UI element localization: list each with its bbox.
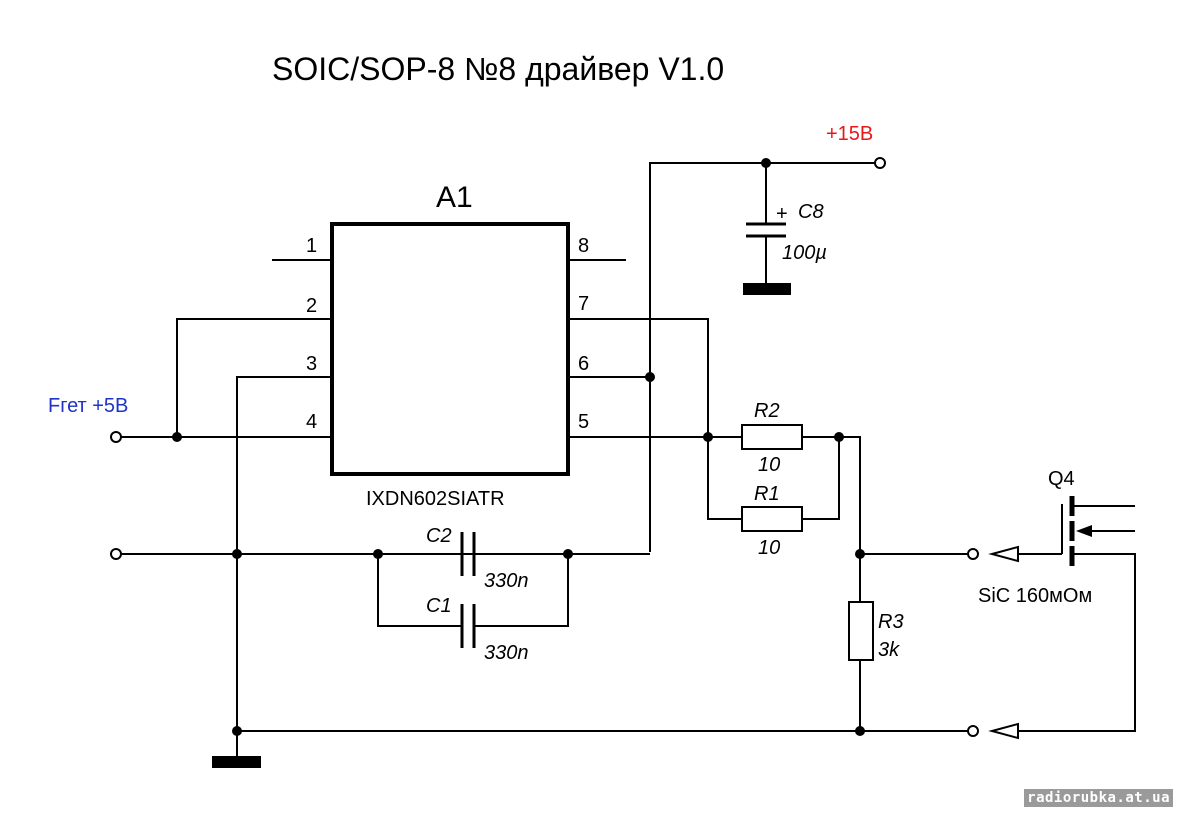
vcc-terminal <box>874 157 886 169</box>
c1-left-lead <box>377 554 462 627</box>
gate-resistors: R2 10 R1 10 <box>568 318 968 602</box>
c8-value: 100µ <box>782 242 827 264</box>
source-return-wire <box>1018 553 1136 732</box>
q4-value: SiC 160мОм <box>978 585 1092 607</box>
c1-value: 330n <box>484 642 529 664</box>
diagram-title: SOIC/SOP-8 №8 драйвер V1.0 <box>272 51 724 87</box>
pin-2-number: 2 <box>306 295 317 317</box>
c2-value: 330n <box>484 570 529 592</box>
resistor-r3: R3 3k <box>848 601 904 731</box>
q4-ref: Q4 <box>1048 468 1075 490</box>
r1-right-lead <box>802 437 840 520</box>
gate-connector-arrow <box>988 545 1019 563</box>
ground-junction-1 <box>232 549 242 559</box>
vcc-label: +15В <box>826 123 873 145</box>
ground-terminal-left <box>110 548 122 560</box>
input-junction <box>172 432 182 442</box>
pin-7-wire <box>568 318 709 437</box>
input-net: Fгет +5В <box>48 318 332 443</box>
gate-terminal <box>967 548 979 560</box>
ic-part-label: IXDN602SIATR <box>366 488 505 510</box>
r3-body <box>848 601 874 661</box>
vcc-wire <box>649 162 880 552</box>
c8-ground-symbol <box>743 283 791 295</box>
r3-ref: R3 <box>878 611 904 633</box>
r1-left-lead <box>707 437 742 520</box>
r1-value: 10 <box>758 537 780 559</box>
r2-ref: R2 <box>754 400 780 422</box>
pin-6-junction <box>645 372 655 382</box>
pin-8-number: 8 <box>578 235 589 257</box>
pin-6-number: 6 <box>578 353 589 375</box>
mosfet-q4: Q4 SiC 160мОм <box>978 468 1135 607</box>
pin-1-number: 1 <box>306 235 317 257</box>
source-connector-arrow <box>988 722 1019 740</box>
c2-ref: C2 <box>426 525 452 547</box>
r1-body <box>741 506 803 532</box>
r3-value: 3k <box>878 639 900 661</box>
capacitor-c1: C1 330n <box>377 554 569 664</box>
ic-ref-label: A1 <box>436 181 473 214</box>
gate-node-wire <box>839 436 861 602</box>
pin-4-number: 4 <box>306 411 317 433</box>
ic-body <box>330 222 570 476</box>
cap-junction-left <box>373 549 383 559</box>
pin-5-number: 5 <box>578 411 589 433</box>
capacitor-c2: C2 330n <box>378 525 568 592</box>
input-terminal <box>110 431 122 443</box>
c1-right-lead <box>474 554 569 627</box>
q4-body-arrow <box>1076 525 1092 537</box>
pin-3-wire <box>236 376 332 762</box>
capacitor-c8: + C8 100µ <box>743 163 827 295</box>
pin-7-number: 7 <box>578 293 589 315</box>
c8-polarity: + <box>776 203 788 225</box>
pin-2-wire <box>176 318 332 437</box>
c8-ref: C8 <box>798 201 824 223</box>
source-terminal <box>967 725 979 737</box>
r1-ref: R1 <box>754 483 780 505</box>
supply-rail: +15В <box>568 123 886 552</box>
r2-value: 10 <box>758 454 780 476</box>
c1-ref: C1 <box>426 595 452 617</box>
ic-a1: A1 IXDN602SIATR 1 2 3 4 8 7 6 5 <box>272 181 626 510</box>
r2-body <box>741 424 803 450</box>
site-watermark: radiorubka.at.ua <box>1024 789 1173 807</box>
output-connectors <box>967 545 1136 740</box>
input-label: Fгет +5В <box>48 395 128 417</box>
pin-3-number: 3 <box>306 353 317 375</box>
ground-symbol <box>212 756 261 768</box>
